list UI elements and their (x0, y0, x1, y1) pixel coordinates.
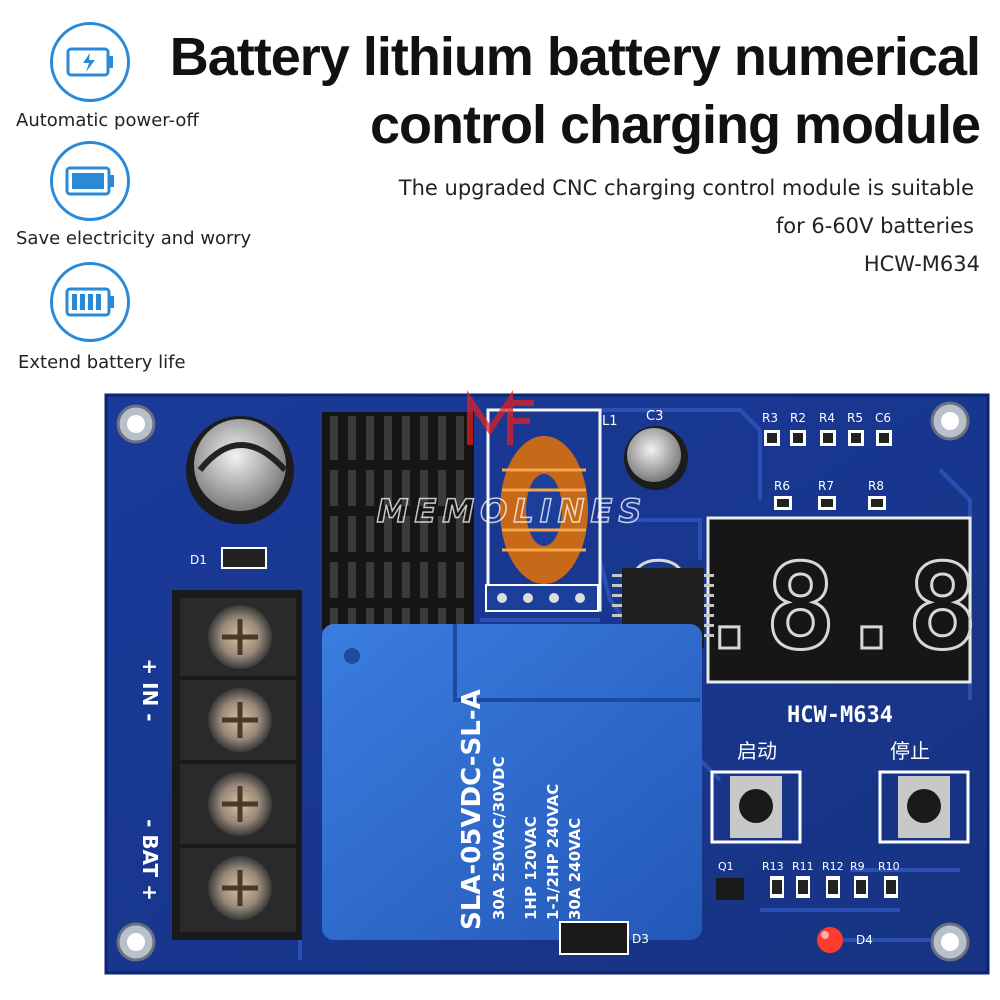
resistor-label: C6 (875, 411, 891, 425)
feature-label: Automatic power-off (16, 110, 199, 131)
feature-label: Extend battery life (18, 352, 186, 373)
board-model-print: HCW-M634 (787, 703, 893, 728)
stop-button-label: 停止 (890, 739, 930, 763)
relay-amps: 30A 240VAC (566, 818, 584, 920)
watermark-text: MEMOLINES (377, 492, 648, 530)
designator-d4: D4 (856, 933, 873, 947)
relay-model: SLA-05VDC-SL-A (457, 689, 487, 930)
subtitle-line-1: The upgraded CNC charging control module… (398, 176, 974, 200)
designator-q1: Q1 (718, 860, 734, 873)
toroidal-inductor (485, 408, 602, 612)
screw-terminal-block (172, 590, 302, 940)
transistor-q1 (716, 878, 744, 900)
title-line-1: Battery lithium battery numerical (169, 27, 981, 87)
resistor-label: R11 (792, 860, 814, 873)
resistor-label: R13 (762, 860, 784, 873)
resistor-label: R5 (847, 411, 863, 425)
resistor-label: R7 (818, 479, 834, 493)
subtitle-line-2: for 6-60V batteries (775, 214, 974, 238)
resistor-row-mid (774, 496, 886, 510)
resistor-label: R12 (822, 860, 844, 873)
designator-d3: D3 (632, 932, 649, 946)
stop-button[interactable] (878, 770, 970, 844)
battery-bolt-icon (50, 22, 130, 102)
battery-full-icon (50, 141, 130, 221)
mounting-holes (116, 401, 970, 962)
designator-l1: L1 (602, 414, 618, 429)
resistor-row-top (764, 430, 892, 446)
diode-d3 (559, 921, 629, 955)
relay (322, 624, 702, 940)
resistor-label: R6 (774, 479, 790, 493)
led-highlight (821, 931, 829, 939)
resistor-label: R9 (850, 860, 865, 873)
designator-c3: C3 (646, 409, 663, 424)
feature-label: Save electricity and worry (16, 228, 252, 249)
designator-d1: D1 (190, 553, 207, 567)
led-red (817, 927, 843, 953)
title-line-2: control charging module (369, 95, 981, 155)
heatsink (322, 412, 474, 630)
relay-hp-120: 1HP 120VAC (522, 816, 540, 920)
terminal-label-bat: - BAT + (138, 819, 162, 901)
relay-rating: 30A 250VAC/30VDC (490, 756, 508, 920)
start-button[interactable] (710, 770, 802, 844)
model-number: HCW-M634 (863, 252, 980, 276)
diode-d1 (221, 547, 267, 569)
start-button-label: 启动 (737, 739, 777, 763)
electrolytic-capacitor-large (186, 416, 294, 524)
resistor-label: R8 (868, 479, 884, 493)
resistor-label: R10 (878, 860, 900, 873)
electrolytic-capacitor-small (624, 426, 688, 490)
relay-hp-240: 1-1/2HP 240VAC (544, 784, 562, 920)
terminal-label-in: + IN - (138, 658, 162, 721)
relay-print: SLA-05VDC-SL-A 30A 250VAC/30VDC 1HP 120V… (457, 689, 584, 930)
resistor-row-bottom (770, 876, 898, 898)
watermark: MEMOLINES (376, 390, 648, 531)
resistor-label: R2 (790, 411, 806, 425)
battery-bars-icon (50, 262, 130, 342)
resistor-label: R4 (819, 411, 835, 425)
resistor-label: R3 (762, 411, 778, 425)
